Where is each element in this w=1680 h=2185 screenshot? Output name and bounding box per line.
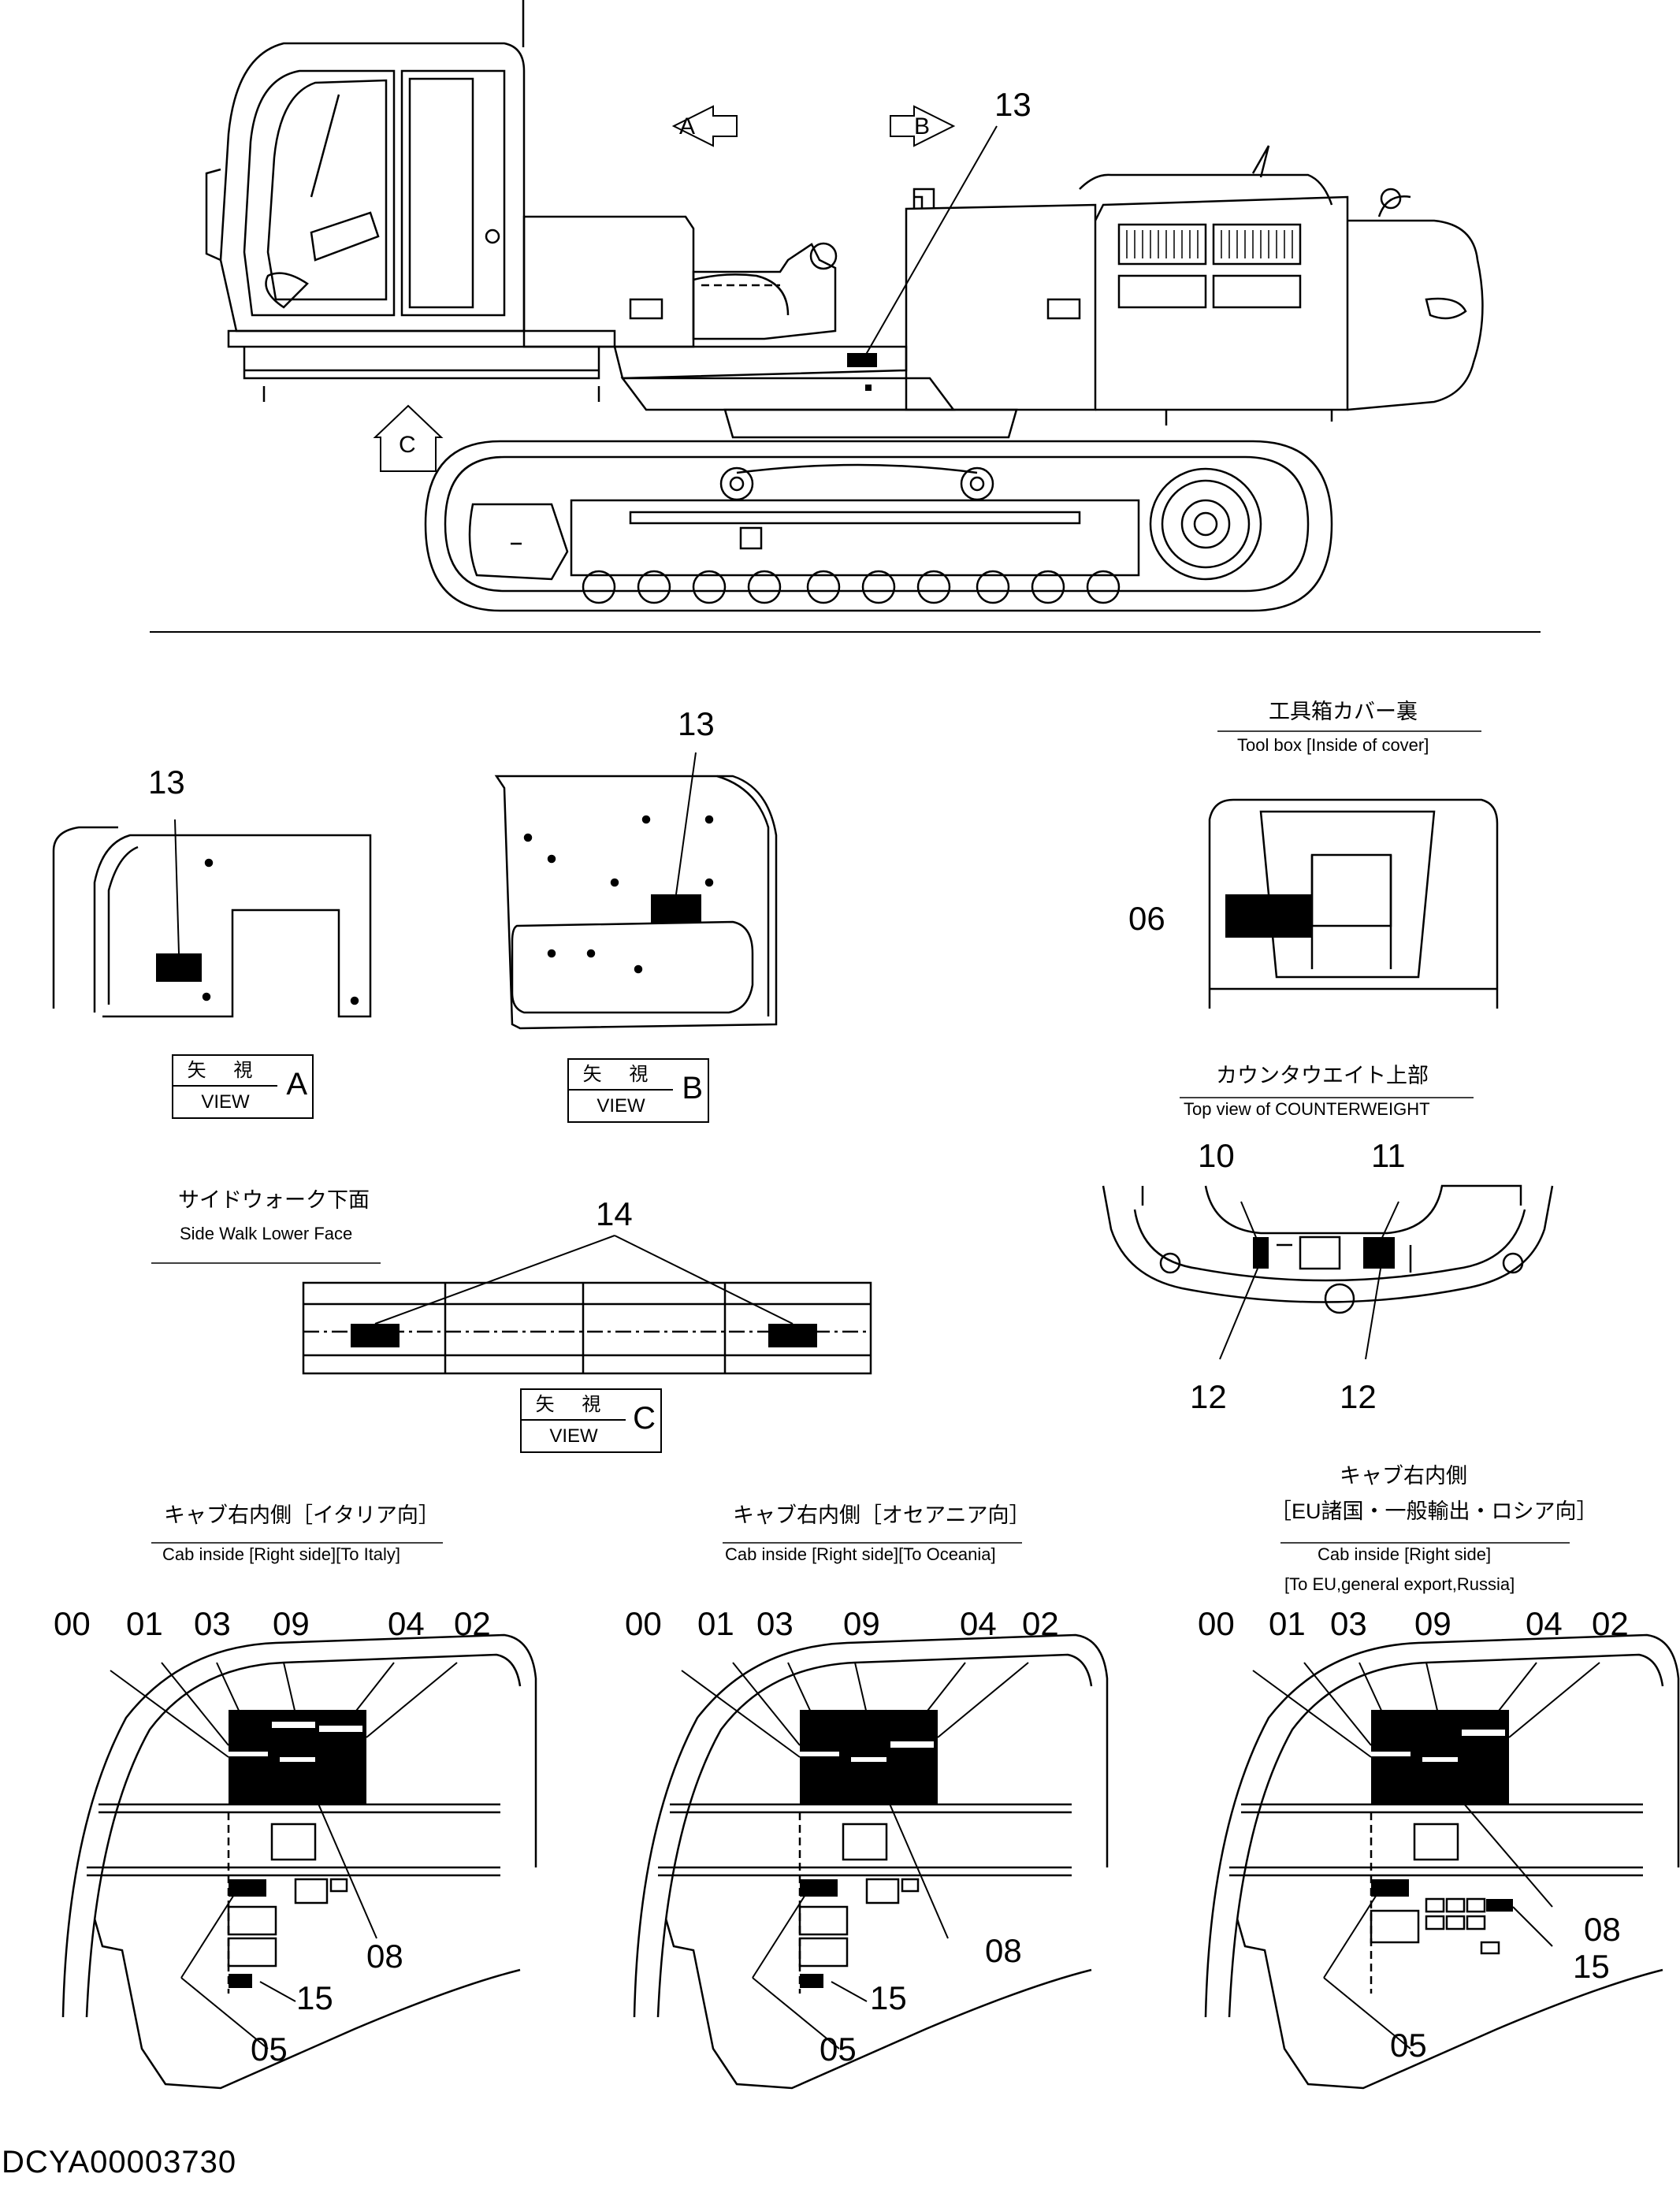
document-id: DCYA00003730 bbox=[2, 2145, 237, 2179]
cab-oceania-label-03: 03 bbox=[756, 1605, 794, 1642]
arrow-a-label: A bbox=[679, 113, 696, 139]
toolbox-drawing bbox=[1208, 730, 1499, 1009]
part-label-06: 06 bbox=[1128, 900, 1165, 937]
cab-oceania-label-09: 09 bbox=[843, 1605, 880, 1642]
part-label-12-right: 12 bbox=[1340, 1378, 1377, 1415]
part-label-14: 14 bbox=[596, 1195, 633, 1232]
cab-italy-title-en: Cab inside [Right side][To Italy] bbox=[162, 1544, 401, 1564]
view-b-letter: B bbox=[682, 1071, 703, 1106]
part-label-10: 10 bbox=[1198, 1137, 1235, 1174]
cab-italy-label-04: 04 bbox=[388, 1605, 425, 1642]
cab-eu-label-09: 09 bbox=[1414, 1605, 1451, 1642]
view-a-box: 矢 視 VIEW A bbox=[172, 1054, 314, 1119]
cab-oceania-label-00: 00 bbox=[625, 1605, 662, 1642]
view-a-letter: A bbox=[286, 1067, 307, 1102]
arrow-b-label: B bbox=[914, 113, 931, 139]
sidewalk-drawing bbox=[151, 1235, 872, 1375]
excavator-side-view bbox=[150, 0, 1541, 633]
cab-inside-oceania-drawing bbox=[633, 1542, 1109, 2090]
cab-eu-title-en: Cab inside [Right side] bbox=[1318, 1544, 1492, 1564]
view-a-kanji: 矢 視 bbox=[173, 1056, 277, 1087]
part-label-13-view-a: 13 bbox=[148, 764, 185, 801]
cab-eu-title-en2: [To EU,general export,Russia] bbox=[1284, 1574, 1515, 1594]
part-label-12-left: 12 bbox=[1190, 1378, 1227, 1415]
view-b-drawing bbox=[494, 752, 778, 1030]
cab-italy-label-05: 05 bbox=[251, 2031, 288, 2068]
cab-eu-label-00: 00 bbox=[1198, 1605, 1235, 1642]
view-b-kanji: 矢 視 bbox=[569, 1060, 673, 1091]
cab-eu-label-04: 04 bbox=[1526, 1605, 1563, 1642]
cab-eu-label-01: 01 bbox=[1269, 1605, 1306, 1642]
cab-oceania-label-08: 08 bbox=[985, 1932, 1022, 1969]
cab-oceania-title-jp: キャブ右内側［オセアニア向］ bbox=[733, 1503, 1031, 1527]
cab-eu-title-jp2: ［EU諸国・一般輸出・ロシア向］ bbox=[1270, 1499, 1598, 1523]
cab-eu-title-jp: キャブ右内側 bbox=[1340, 1464, 1467, 1488]
cab-oceania-label-05: 05 bbox=[820, 2031, 857, 2068]
counterweight-title-jp: カウンタウエイト上部 bbox=[1216, 1064, 1429, 1087]
cab-inside-eu-drawing bbox=[1204, 1542, 1680, 2090]
cab-eu-label-05: 05 bbox=[1390, 2027, 1427, 2064]
counterweight-title-en: Top view of COUNTERWEIGHT bbox=[1184, 1099, 1430, 1119]
cab-oceania-label-04: 04 bbox=[960, 1605, 997, 1642]
view-b-view: VIEW bbox=[597, 1094, 645, 1117]
counterweight-drawing bbox=[1102, 1097, 1554, 1360]
cab-eu-label-03: 03 bbox=[1330, 1605, 1367, 1642]
view-a-drawing bbox=[52, 819, 372, 1018]
arrow-c-label: C bbox=[399, 432, 416, 458]
cab-oceania-title-en: Cab inside [Right side][To Oceania] bbox=[725, 1544, 996, 1564]
part-label-13-main: 13 bbox=[994, 86, 1031, 123]
view-c-box: 矢 視 VIEW C bbox=[520, 1388, 662, 1453]
cab-inside-italy-drawing bbox=[61, 1542, 537, 2090]
cab-oceania-label-15: 15 bbox=[870, 1979, 907, 2016]
view-c-kanji: 矢 視 bbox=[522, 1390, 626, 1421]
cab-eu-label-02: 02 bbox=[1592, 1605, 1629, 1642]
part-label-13-view-b: 13 bbox=[678, 705, 715, 742]
cab-oceania-label-01: 01 bbox=[697, 1605, 734, 1642]
cab-italy-title-jp: キャブ右内側［イタリア向］ bbox=[164, 1503, 440, 1527]
view-c-view: VIEW bbox=[549, 1425, 598, 1447]
cab-oceania-label-02: 02 bbox=[1022, 1605, 1059, 1642]
view-b-box: 矢 視 VIEW B bbox=[567, 1058, 709, 1123]
view-c-letter: C bbox=[633, 1401, 656, 1436]
part-label-11: 11 bbox=[1371, 1137, 1406, 1174]
cab-italy-label-03: 03 bbox=[194, 1605, 231, 1642]
cab-italy-label-09: 09 bbox=[273, 1605, 310, 1642]
sidewalk-title-en: Side Walk Lower Face bbox=[180, 1224, 353, 1243]
cab-italy-label-15: 15 bbox=[296, 1979, 333, 2016]
toolbox-title-en: Tool box [Inside of cover] bbox=[1237, 735, 1429, 755]
cab-eu-label-15: 15 bbox=[1573, 1948, 1610, 1985]
view-a-view: VIEW bbox=[201, 1091, 250, 1113]
toolbox-title-jp: 工具箱カバー裏 bbox=[1269, 700, 1418, 723]
cab-italy-label-08: 08 bbox=[366, 1938, 403, 1975]
cab-italy-label-01: 01 bbox=[126, 1605, 163, 1642]
cab-italy-label-02: 02 bbox=[454, 1605, 491, 1642]
sidewalk-title-jp: サイドウォーク下面 bbox=[178, 1188, 370, 1212]
cab-italy-label-00: 00 bbox=[54, 1605, 91, 1642]
cab-eu-label-08: 08 bbox=[1584, 1911, 1621, 1948]
